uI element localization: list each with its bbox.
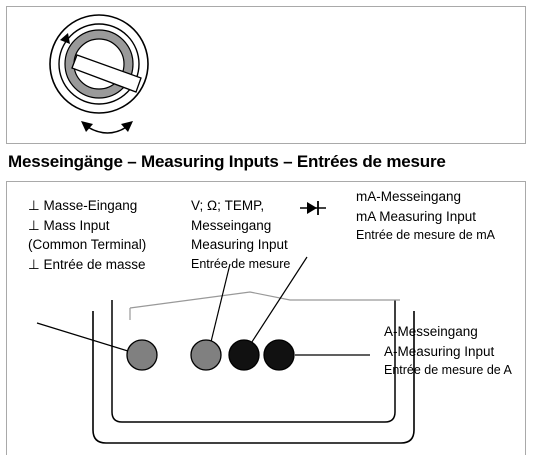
switch-panel [6,6,526,144]
amp-input-label: A-Messeingang A-Measuring Input Entrée d… [384,322,512,381]
meter-body [92,291,415,444]
amp-label-fr: Entrée de mesure de A [384,363,512,377]
milliamp-jack [228,339,260,371]
rotate-arrows-icon [81,121,133,134]
ground-input-label: ⊥ Masse-Eingang ⊥ Mass Input (Common Ter… [28,196,146,274]
voltage-label-en: Measuring Input [191,237,288,252]
ground-label-fr: ⊥ Entrée de masse [28,256,146,272]
voltage-jack [190,339,222,371]
milliamp-label-en: mA Measuring Input [356,208,477,224]
voltage-label-functions: V; Ω; TEMP, [191,198,265,213]
inputs-panel [6,181,526,455]
ground-label-en: ⊥ Mass Input [28,217,110,233]
amp-label-de: A-Messeingang [384,324,478,339]
amp-label-en: A-Measuring Input [384,343,495,359]
voltage-leader-line [208,263,231,351]
voltage-label-fr: Entrée de mesure [191,256,291,271]
rotary-switch-icon [49,14,149,114]
ground-leader-line [36,322,129,352]
section-title: Messeingänge – Measuring Inputs – Entrée… [8,152,446,171]
milliamp-label-de: mA-Messeingang [356,189,462,204]
voltage-input-label: V; Ω; TEMP, Messeingang Measuring Input … [191,196,290,274]
diode-icon [300,201,326,215]
milliamp-input-label: mA-Messeingang mA Measuring Input Entrée… [356,187,495,246]
ground-jack [126,339,158,371]
milliamp-leader-line [247,256,308,349]
milliamp-label-fr: Entrée de mesure de mA [356,228,495,242]
voltage-label-de: Messeingang [191,217,272,233]
amp-jack [263,339,295,371]
ground-label-en-common: (Common Terminal) [28,237,147,252]
ground-label-de: ⊥ Masse-Eingang [28,198,138,213]
